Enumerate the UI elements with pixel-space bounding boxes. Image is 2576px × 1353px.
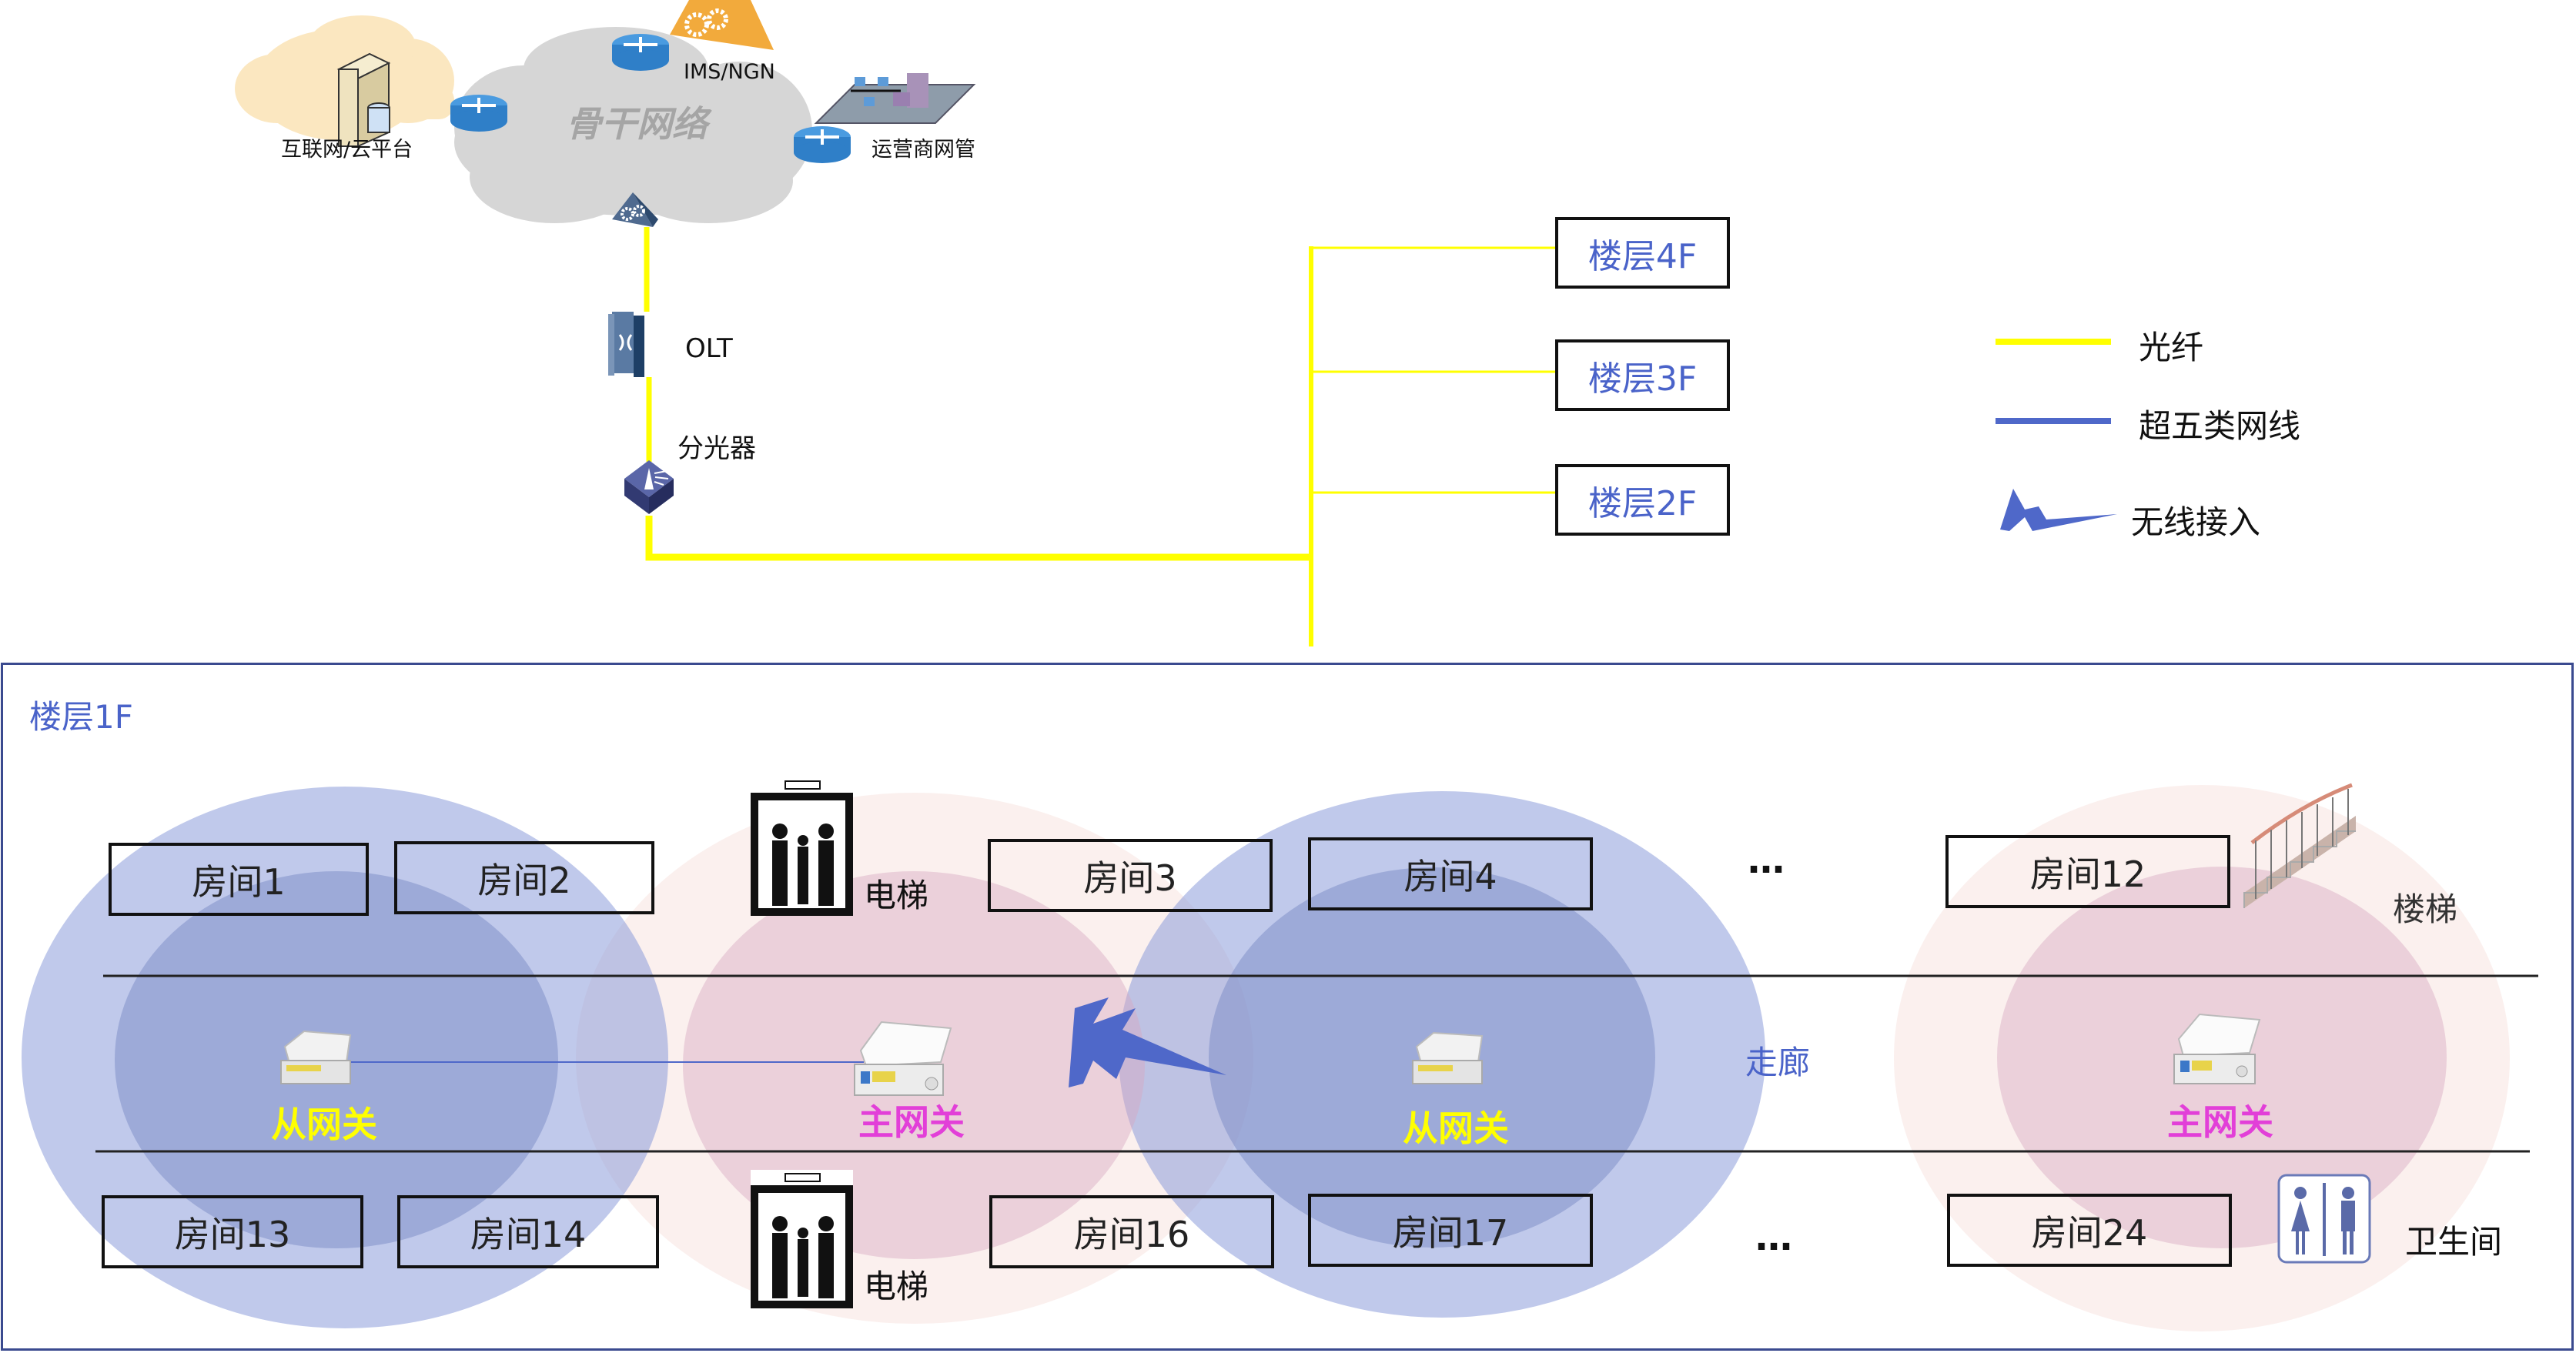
legend-wireless-label: 无线接入 (2131, 503, 2261, 541)
room-box[interactable]: 房间4 (1308, 837, 1593, 910)
wireless-link-icon (1069, 997, 1226, 1087)
floor-1f-title: 楼层1F (29, 698, 133, 736)
restroom-label: 卫生间 (2405, 1223, 2503, 1261)
backbone-cloud-label: 骨干网络 (566, 103, 708, 145)
master-gateway-label: 主网关 (858, 1101, 965, 1143)
slave-gateway-label: 从网关 (1403, 1107, 1509, 1149)
room-box[interactable]: 房间16 (989, 1195, 1274, 1268)
stairs-icon (2243, 783, 2356, 908)
room-box[interactable]: 房间13 (102, 1195, 363, 1268)
floor-1f-frame (1, 663, 2574, 1351)
ims-label: IMS/NGN (684, 60, 775, 84)
router-icon (612, 34, 669, 71)
room-box[interactable]: 房间17 (1308, 1194, 1593, 1267)
ims-server-icon (670, 0, 774, 50)
legend-cable-label: 超五类网线 (2139, 407, 2301, 445)
room-box[interactable]: 房间12 (1945, 835, 2230, 908)
splitter-label: 分光器 (677, 433, 756, 464)
room-box[interactable]: 房间3 (988, 839, 1273, 912)
slave-gateway-icon (280, 1030, 352, 1084)
legend-wireless-icon (2000, 489, 2117, 531)
room-box[interactable]: 房间14 (397, 1195, 659, 1268)
elevator-icon (751, 777, 853, 916)
master-gateway-label: 主网关 (2167, 1101, 2273, 1143)
elevator-label: 电梯 (864, 1268, 929, 1305)
room-box[interactable]: 房间24 (1947, 1194, 2232, 1267)
restroom-icon (2277, 1174, 2371, 1264)
slave-gateway-icon (1412, 1031, 1484, 1084)
ellipsis-top: … (1748, 839, 1785, 882)
router-icon (794, 126, 851, 163)
internet-label: 互联网/云平台 (281, 138, 413, 162)
corridor-label: 走廊 (1745, 1044, 1811, 1081)
elevator-label: 电梯 (864, 877, 929, 914)
elevator-icon (751, 1170, 853, 1308)
room-box[interactable]: 房间2 (394, 841, 654, 914)
room-box[interactable]: 房间1 (109, 843, 369, 916)
floor-4f-box[interactable]: 楼层4F (1555, 217, 1730, 289)
floor-2f-box[interactable]: 楼层2F (1555, 464, 1730, 536)
slave-gateway-label: 从网关 (271, 1104, 377, 1145)
aggregation-switch-icon (612, 192, 658, 227)
legend-fiber-label: 光纤 (2139, 329, 2204, 366)
olt-icon (608, 312, 644, 377)
fiber-lines (644, 227, 1555, 646)
master-gateway-icon (2173, 1013, 2261, 1084)
network-management-icon (814, 73, 976, 124)
splitter-icon (624, 460, 674, 514)
master-gateway-icon (854, 1021, 952, 1096)
operator-label: 运营商网管 (871, 138, 975, 162)
router-icon (450, 95, 507, 132)
stairs-label: 楼梯 (2393, 890, 2458, 928)
floor-3f-box[interactable]: 楼层3F (1555, 339, 1730, 411)
ellipsis-bottom: … (1755, 1216, 1792, 1259)
olt-label: OLT (685, 333, 733, 364)
server-icon (336, 52, 391, 148)
